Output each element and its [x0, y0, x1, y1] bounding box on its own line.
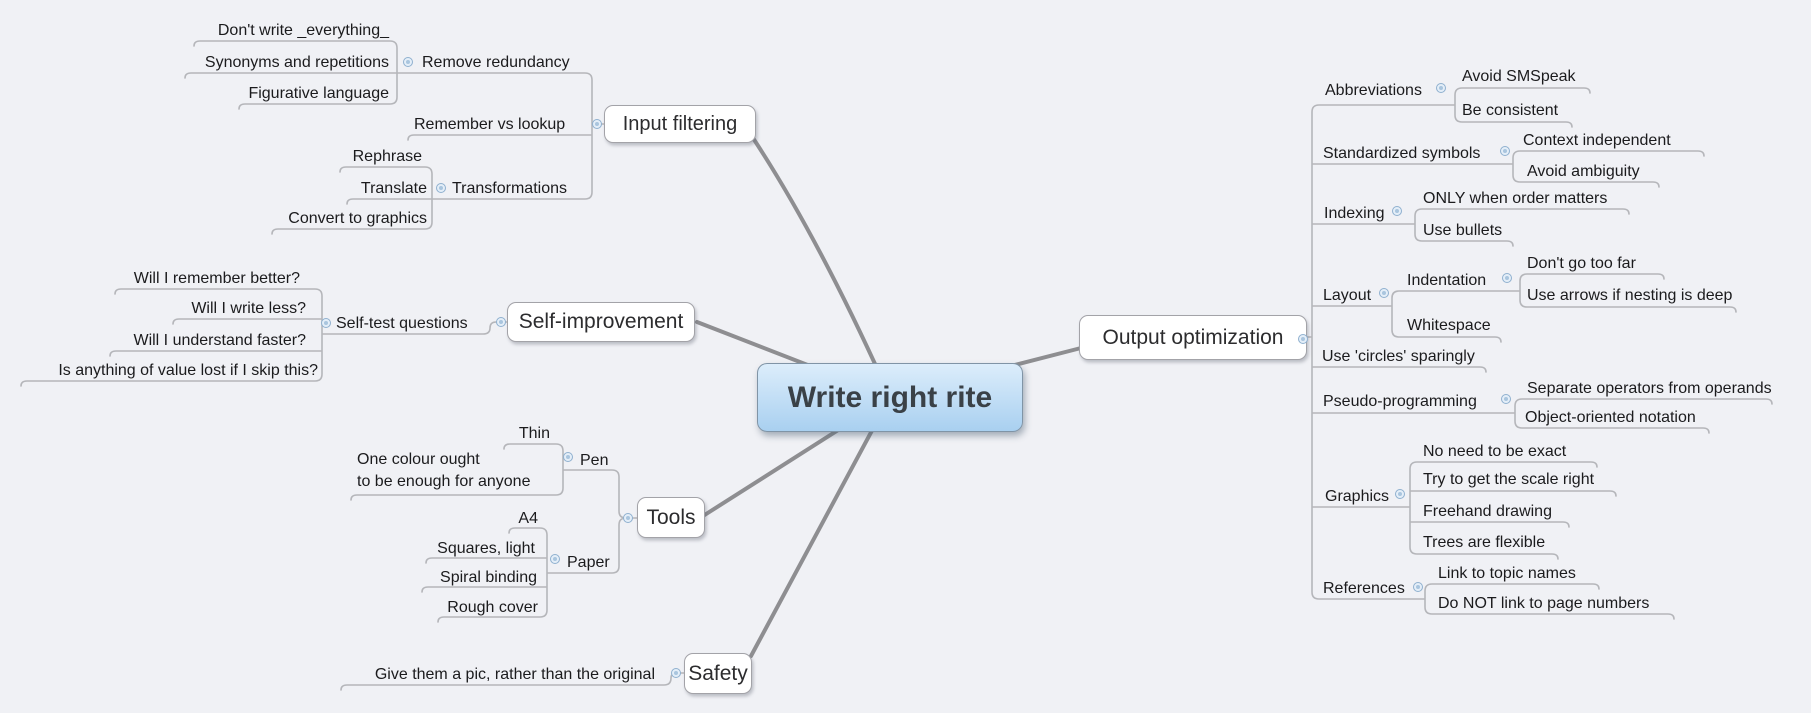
collapse-icon-transformations[interactable] [436, 183, 446, 193]
topic-tools[interactable]: Tools [637, 497, 705, 538]
topic-be-consistent[interactable]: Be consistent [1462, 102, 1559, 119]
topic-convert-to-graphics[interactable]: Convert to graphics [288, 210, 427, 227]
topic-dont-go-too-far[interactable]: Don't go too far [1527, 255, 1636, 272]
topic-input-filtering[interactable]: Input filtering [604, 105, 756, 143]
topic-thin[interactable]: Thin [518, 425, 550, 442]
topic-rough-cover[interactable]: Rough cover [447, 599, 538, 616]
topic-spiral-binding[interactable]: Spiral binding [440, 569, 537, 586]
topic-layout[interactable]: Layout [1323, 287, 1372, 304]
topic-give-them-a-pic[interactable]: Give them a pic, rather than the origina… [374, 666, 655, 683]
topic-trees-are-flexible[interactable]: Trees are flexible [1423, 534, 1546, 551]
topic-dont-write-everything[interactable]: Don't write _everything_ [217, 22, 389, 39]
topic-pen[interactable]: Pen [580, 452, 609, 469]
topic-no-need-to-be-exact[interactable]: No need to be exact [1423, 443, 1567, 460]
collapse-icon-tools[interactable] [623, 513, 633, 523]
topic-use-bullets[interactable]: Use bullets [1423, 222, 1503, 239]
collapse-icon-output-optimization[interactable] [1298, 334, 1308, 344]
topic-figurative-language[interactable]: Figurative language [248, 85, 389, 102]
topic-only-when-order-matters[interactable]: ONLY when order matters [1423, 190, 1608, 207]
topic-separate-operators[interactable]: Separate operators from operands [1527, 380, 1772, 397]
topic-rephrase[interactable]: Rephrase [352, 148, 422, 165]
topic-one-colour-ought[interactable]: One colour ought to be enough for anyone [357, 451, 531, 490]
collapse-icon-self-improvement[interactable] [496, 317, 506, 327]
topic-synonyms-and-repetitions[interactable]: Synonyms and repetitions [204, 54, 389, 71]
collapse-icon-safety[interactable] [671, 668, 681, 678]
topic-will-i-write-less[interactable]: Will I write less? [191, 300, 306, 317]
topic-will-i-understand-faster[interactable]: Will I understand faster? [133, 332, 306, 349]
collapse-icon-standardized-symbols[interactable] [1500, 146, 1510, 156]
topic-use-circles-sparingly[interactable]: Use 'circles' sparingly [1322, 348, 1475, 365]
branch-lines [695, 136, 1083, 658]
topic-object-oriented-notation[interactable]: Object-oriented notation [1525, 409, 1696, 426]
collapse-icon-graphics[interactable] [1395, 489, 1405, 499]
topic-will-i-remember-better[interactable]: Will I remember better? [133, 270, 300, 287]
topic-use-arrows-if-nesting-deep[interactable]: Use arrows if nesting is deep [1527, 287, 1733, 304]
topic-remove-redundancy[interactable]: Remove redundancy [422, 54, 570, 71]
collapse-icon-input-filtering[interactable] [592, 119, 602, 129]
collapse-icon-remove-redundancy[interactable] [403, 57, 413, 67]
collapse-icon-layout[interactable] [1379, 288, 1389, 298]
topic-safety[interactable]: Safety [684, 653, 752, 694]
topic-link-to-topic-names[interactable]: Link to topic names [1438, 565, 1576, 582]
topic-whitespace[interactable]: Whitespace [1407, 317, 1491, 334]
topic-paper[interactable]: Paper [567, 554, 610, 571]
topic-remember-vs-lookup[interactable]: Remember vs lookup [414, 116, 566, 133]
topic-is-anything-of-value-lost[interactable]: Is anything of value lost if I skip this… [58, 362, 318, 379]
collapse-icon-abbreviations[interactable] [1436, 83, 1446, 93]
topic-avoid-ambiguity[interactable]: Avoid ambiguity [1527, 163, 1640, 180]
topic-context-independent[interactable]: Context independent [1523, 132, 1671, 149]
topic-transformations[interactable]: Transformations [452, 180, 567, 197]
collapse-icon-indexing[interactable] [1392, 206, 1402, 216]
topic-standardized-symbols[interactable]: Standardized symbols [1323, 145, 1481, 162]
topic-freehand-drawing[interactable]: Freehand drawing [1423, 503, 1552, 520]
topic-output-optimization[interactable]: Output optimization [1079, 315, 1307, 360]
collapse-icon-pseudo-programming[interactable] [1501, 394, 1511, 404]
collapse-icon-self-test-questions[interactable] [321, 318, 331, 328]
topic-try-to-get-scale-right[interactable]: Try to get the scale right [1423, 471, 1595, 488]
collapse-icon-pen[interactable] [563, 452, 573, 462]
central-topic[interactable]: Write right rite [757, 363, 1023, 432]
topic-squares-light[interactable]: Squares, light [437, 540, 535, 557]
topic-indentation[interactable]: Indentation [1407, 272, 1487, 289]
topic-a4[interactable]: A4 [518, 510, 538, 527]
topic-graphics[interactable]: Graphics [1325, 488, 1390, 505]
topic-avoid-smspeak[interactable]: Avoid SMSpeak [1462, 68, 1576, 85]
collapse-icon-paper[interactable] [550, 554, 560, 564]
topic-self-test-questions[interactable]: Self-test questions [336, 315, 468, 332]
topic-abbreviations[interactable]: Abbreviations [1325, 82, 1422, 99]
topic-indexing[interactable]: Indexing [1324, 205, 1385, 222]
topic-do-not-link-to-page-numbers[interactable]: Do NOT link to page numbers [1438, 595, 1650, 612]
topic-translate[interactable]: Translate [360, 180, 427, 197]
topic-references[interactable]: References [1323, 580, 1405, 597]
topic-self-improvement[interactable]: Self-improvement [507, 302, 695, 342]
topic-pseudo-programming[interactable]: Pseudo-programming [1323, 393, 1477, 410]
collapse-icon-references[interactable] [1413, 582, 1423, 592]
collapse-icon-indentation[interactable] [1502, 273, 1512, 283]
